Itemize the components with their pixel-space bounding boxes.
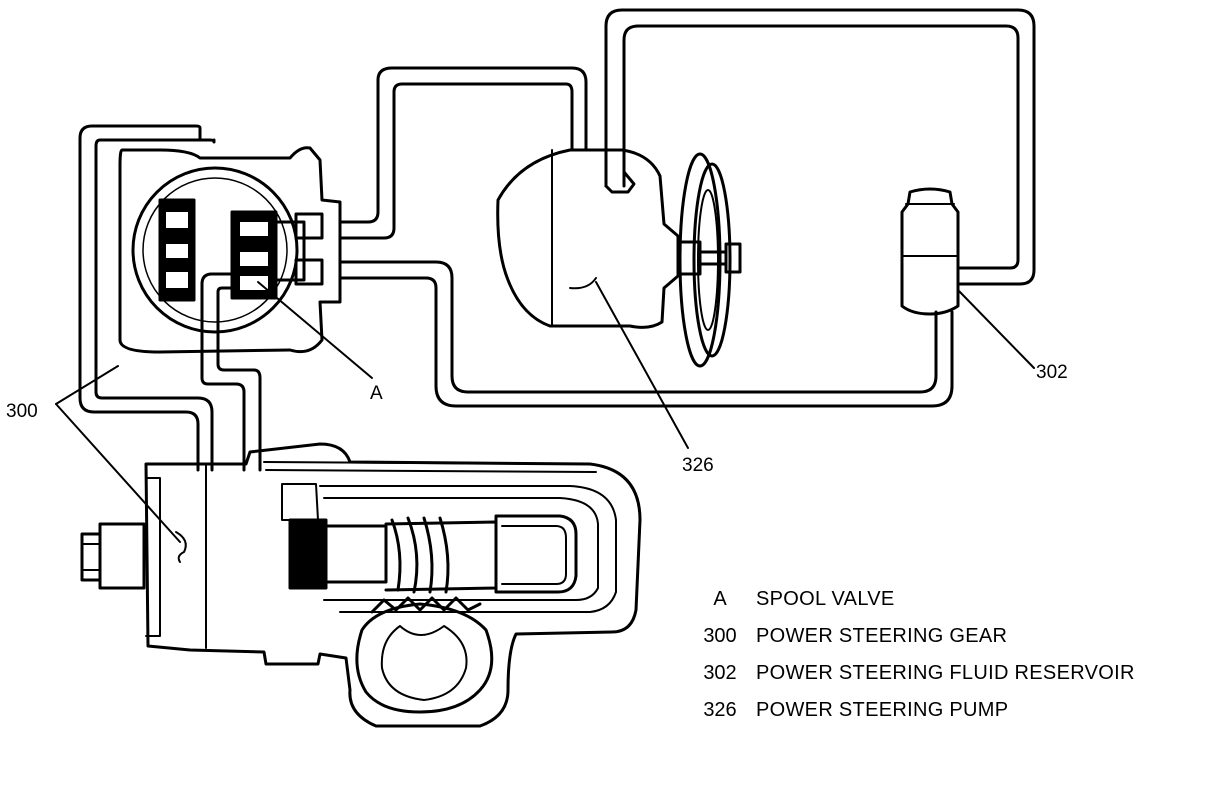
leader-a	[258, 282, 372, 378]
steering-gear-sector	[357, 598, 492, 712]
spool-valve-circle	[133, 168, 322, 332]
valve-housing	[120, 148, 340, 352]
steering-gear-worm-coil	[392, 518, 448, 592]
legend-description: SPOOL VALVE	[756, 588, 895, 610]
return-line-gear-to-reservoir	[340, 262, 952, 406]
power-steering-pump	[498, 150, 740, 327]
leader-302	[958, 290, 1034, 368]
legend-description: POWER STEERING GEAR	[756, 625, 1008, 647]
steering-gear-piston	[290, 516, 576, 592]
steering-gear-housing	[146, 444, 640, 726]
callout-302-label: 302	[1036, 362, 1068, 383]
steering-gear-input-shaft	[82, 524, 144, 588]
callout-300-label: 300	[6, 401, 38, 422]
leader-300-lower	[56, 404, 180, 542]
callout-326-label: 326	[682, 455, 714, 476]
legend-description: POWER STEERING PUMP	[756, 699, 1009, 721]
gear-housing-tube-loop	[80, 126, 260, 470]
legend-code: 326	[703, 699, 737, 721]
pump-pulley	[680, 154, 730, 366]
legend-code: 302	[703, 662, 737, 684]
legend-code: A	[713, 588, 727, 610]
legend-description: POWER STEERING FLUID RESERVOIR	[756, 662, 1135, 684]
legend-code: 300	[703, 625, 737, 647]
return-line-reservoir-to-pump	[606, 10, 1034, 284]
leader-326	[596, 282, 688, 448]
callout-a-label: A	[370, 383, 383, 404]
fluid-reservoir	[902, 189, 958, 314]
leader-300-upper	[56, 366, 118, 404]
pressure-line-valve-to-pump	[340, 68, 586, 238]
callout-leaders	[56, 282, 1034, 542]
